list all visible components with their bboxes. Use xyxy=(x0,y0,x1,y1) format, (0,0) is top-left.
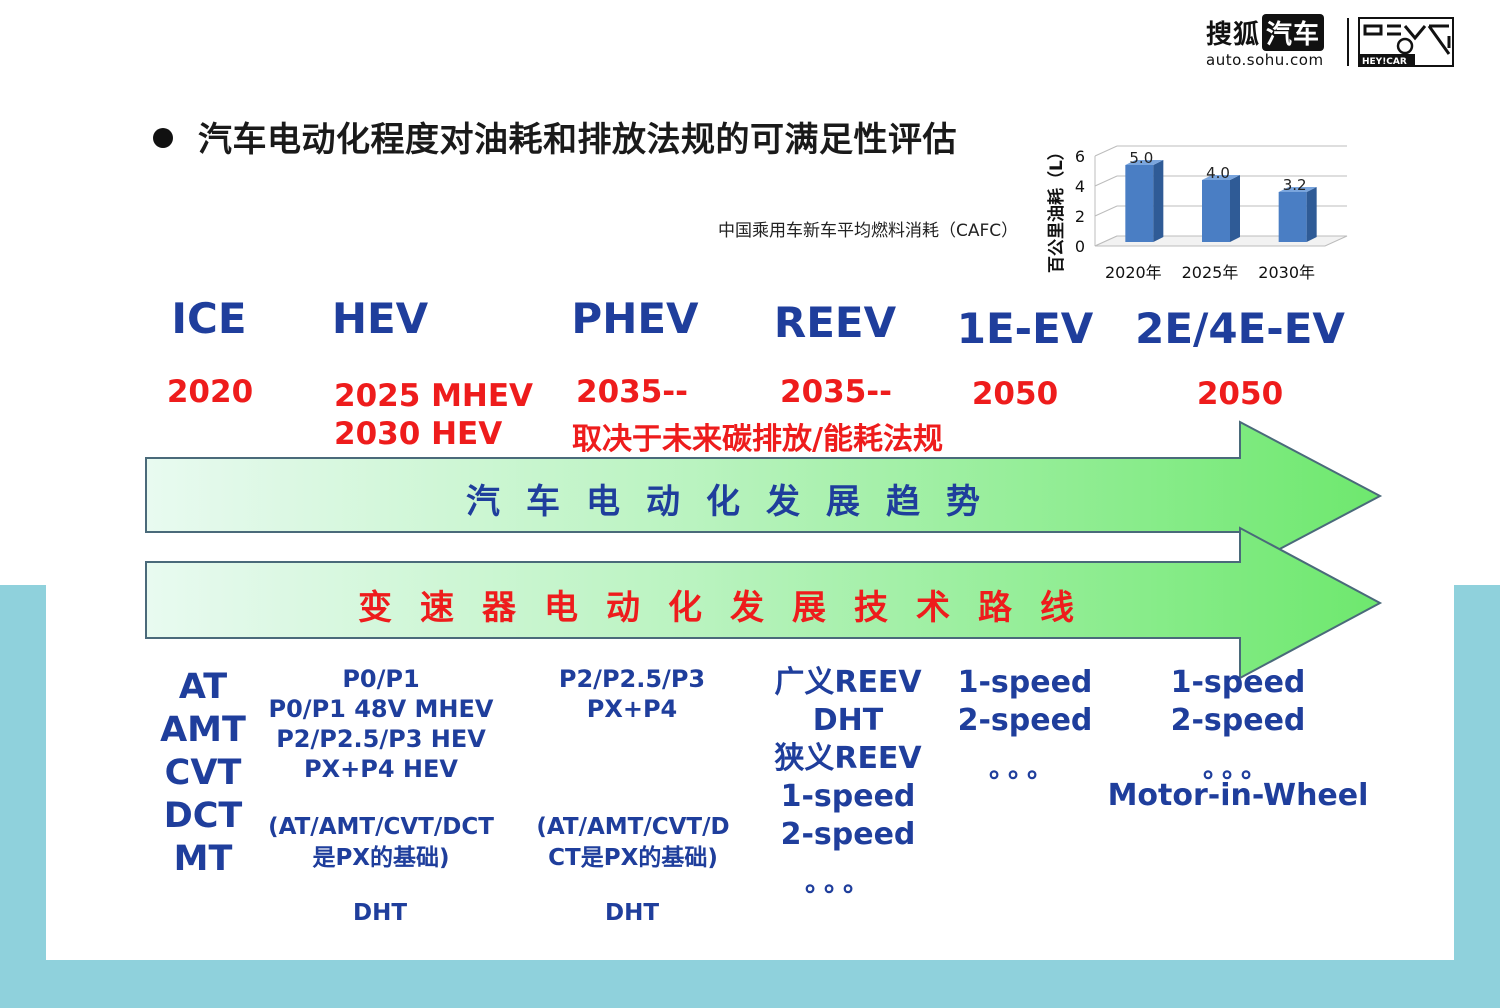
logo-wordmark: 搜狐汽车 xyxy=(1206,14,1336,51)
chart-bar-side xyxy=(1230,175,1240,242)
tech-2e-4e-ev-ellipsis: 。。。 xyxy=(1202,754,1273,784)
heycar-text: HEY!CAR xyxy=(1362,57,1407,67)
tech-motor-in-wheel: Motor-in-Wheel xyxy=(1107,778,1369,813)
tech-phev-item: PX+P4 xyxy=(586,695,678,723)
category-phev: PHEV xyxy=(571,294,699,343)
chart-bar xyxy=(1125,165,1154,242)
tech-reev-list: 广义REEV DHT 狭义REEV 1-speed 2-speed xyxy=(760,664,936,854)
chart-y-tick-label: 0 xyxy=(1075,237,1085,256)
tech-hev-item: PX+P4 HEV xyxy=(304,755,458,783)
chart-bar-top xyxy=(1125,160,1164,165)
tech-phev-dht: DHT xyxy=(604,900,660,926)
tech-phev-list: P2/P2.5/P3 PX+P4 xyxy=(532,664,732,724)
chart-x-tick-label: 2025年 xyxy=(1182,263,1239,282)
year-phev-note: 取决于未来碳排放/能耗法规 xyxy=(572,422,943,457)
chart-gridline xyxy=(1094,205,1347,217)
transmission-arrow-label: 变速器电动化发展技术路线 xyxy=(358,588,1102,628)
tech-hev-note-line: (AT/AMT/CVT/DCT xyxy=(268,814,494,840)
tech-hev-item: P0/P1 48V MHEV xyxy=(268,695,494,723)
tech-1e-ev-item: 1-speed xyxy=(957,665,1093,700)
chart-y-axis-label: 百公里油耗（L） xyxy=(1046,143,1067,273)
year-1e-ev: 2050 xyxy=(971,376,1059,412)
chart-bar-top xyxy=(1202,175,1240,180)
chart-data-label: 4.0 xyxy=(1206,164,1230,182)
year-hev-hev: 2030 HEV xyxy=(334,416,503,452)
tech-hev-item: P0/P1 xyxy=(342,665,420,693)
chart-x-tick-label: 2020年 xyxy=(1105,263,1162,282)
year-2e-4e-ev: 2050 xyxy=(1196,376,1284,412)
chart-bar-top xyxy=(1278,187,1317,192)
tech-2e-4e-ev-item: 1-speed xyxy=(1170,665,1306,700)
tech-phev-note: (AT/AMT/CVT/D CT是PX的基础) xyxy=(522,812,744,874)
tech-phev-note-line: CT是PX的基础) xyxy=(548,845,718,871)
chart-bars: 5.0 4.0 3.2 xyxy=(1125,149,1317,242)
tech-phev-note-line: (AT/AMT/CVT/D xyxy=(536,814,730,840)
chart-bar-side xyxy=(1306,187,1317,242)
chart-bar xyxy=(1278,192,1307,242)
chart-data-label: 5.0 xyxy=(1129,149,1153,167)
logo-url: auto.sohu.com xyxy=(1206,51,1324,69)
chart-y-tick-label: 2 xyxy=(1075,207,1085,226)
slide-title: 汽车电动化程度对油耗和排放法规的可满足性评估 xyxy=(198,120,957,160)
year-hev-mhev: 2025 MHEV xyxy=(334,378,534,414)
chart-y-tick-label: 4 xyxy=(1075,177,1085,196)
year-ice: 2020 xyxy=(166,374,254,410)
tech-phev-item: P2/P2.5/P3 xyxy=(558,665,706,693)
heycar-logo-icon: HEY!CAR xyxy=(1358,17,1454,67)
tech-1e-ev-ellipsis: 。。。 xyxy=(988,754,1059,784)
tech-2e-4e-ev-item: 2-speed xyxy=(1170,703,1306,738)
tech-reev-item: 广义REEV xyxy=(774,665,922,700)
chart-x-ticks: 2020年 2025年 2030年 xyxy=(1105,263,1315,282)
tech-ice-item: CVT xyxy=(164,753,242,793)
chart-x-tick-label: 2030年 xyxy=(1258,263,1315,282)
tech-2e-4e-ev-list: 1-speed 2-speed xyxy=(1160,664,1316,740)
category-2e-4e-ev: 2E/4E-EV xyxy=(1135,304,1345,353)
category-reev: REEV xyxy=(773,298,897,347)
trend-arrow-label: 汽车电动化发展趋势 xyxy=(466,482,1006,522)
title-bullet xyxy=(153,128,173,148)
tech-reev-item: 1-speed xyxy=(780,779,916,814)
tech-ice-item: AT xyxy=(178,667,228,707)
tech-ice-item: AMT xyxy=(160,710,246,750)
chart-bar xyxy=(1202,180,1230,242)
tech-reev-item: DHT xyxy=(812,703,884,738)
chart-gridline xyxy=(1094,175,1347,187)
tech-hev-note: (AT/AMT/CVT/DCT 是PX的基础) xyxy=(256,812,506,874)
year-phev: 2035-- xyxy=(576,374,689,410)
tech-ice-list: AT AMT CVT DCT MT xyxy=(150,666,256,881)
tech-reev-item: 2-speed xyxy=(780,817,916,852)
logo-qiche-text: 汽车 xyxy=(1262,14,1325,51)
category-1e-ev: 1E-EV xyxy=(956,304,1094,353)
chart-y-tick-label: 6 xyxy=(1075,147,1085,166)
cafc-caption: 中国乘用车新车平均燃料消耗（CAFC） xyxy=(718,221,1019,241)
tech-reev-ellipsis: 。。。 xyxy=(804,868,875,898)
logo-divider xyxy=(1347,18,1349,66)
tech-hev-dht: DHT xyxy=(352,900,408,926)
chart-data-label: 3.2 xyxy=(1283,176,1307,194)
category-hev: HEV xyxy=(331,294,429,343)
tech-1e-ev-item: 2-speed xyxy=(957,703,1093,738)
category-ice: ICE xyxy=(171,294,247,343)
chart-gridline xyxy=(1094,145,1347,157)
chart-y-ticks: 0 2 4 6 xyxy=(1075,147,1085,256)
chart-bar-side xyxy=(1153,160,1164,242)
tech-hev-item: P2/P2.5/P3 HEV xyxy=(276,725,486,753)
tech-reev-item: 狭义REEV xyxy=(774,741,922,776)
transmission-arrow-shape xyxy=(145,526,1383,680)
tech-ice-item: DCT xyxy=(163,796,243,836)
tech-1e-ev-list: 1-speed 2-speed xyxy=(950,664,1100,740)
cafc-bar-chart: 5.0 4.0 3.2 0 2 4 6 2020年 2025年 2030年 百公里油耗（L） xyxy=(1046,143,1348,282)
tech-hev-list: P0/P1 P0/P1 48V MHEV P2/P2.5/P3 HEV PX+P… xyxy=(258,664,504,784)
sohu-auto-logo[interactable]: 搜狐汽车 auto.sohu.com xyxy=(1206,14,1336,69)
tech-ice-item: MT xyxy=(173,839,233,879)
logo-sohu-text: 搜狐 xyxy=(1206,20,1261,50)
year-reev: 2035-- xyxy=(780,374,893,410)
trend-arrow-shape xyxy=(145,420,1383,572)
tech-hev-note-line: 是PX的基础) xyxy=(312,845,450,871)
